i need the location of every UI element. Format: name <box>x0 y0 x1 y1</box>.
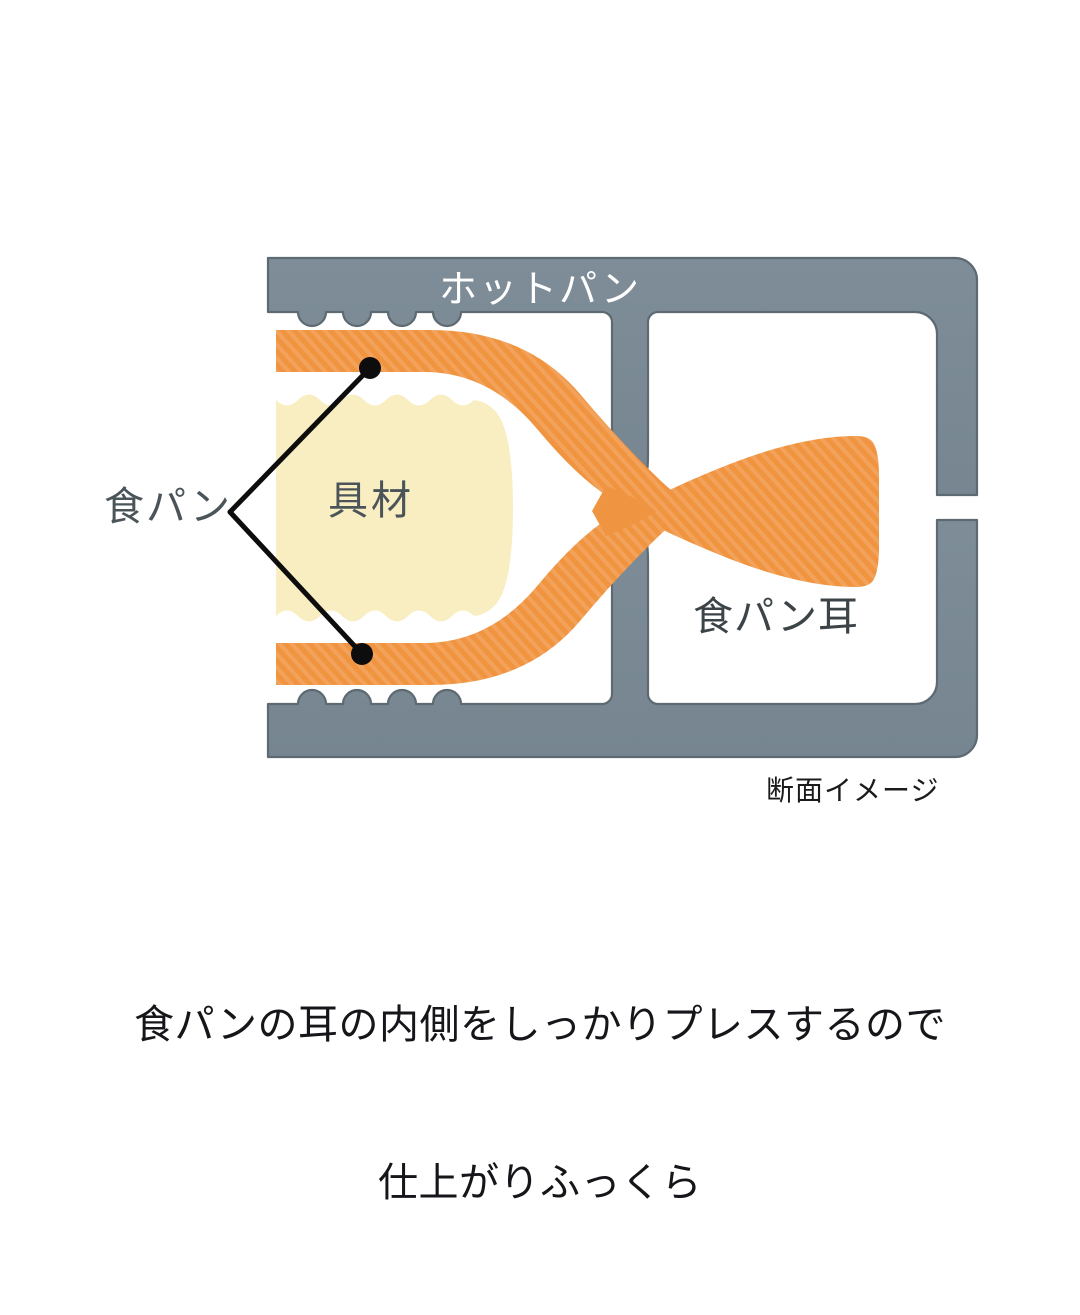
figure-canvas: ホットパン 具材 食パン耳 食パン 断面イメージ 食パンの耳の内側をしっかりプレ… <box>104 256 979 1205</box>
sandwich-group <box>276 330 879 685</box>
leader-line-lower <box>227 509 365 657</box>
pan-lower-shell <box>266 502 979 759</box>
leader-dot-upper <box>359 357 381 379</box>
hot-pan-body <box>266 256 979 759</box>
label-filling: 具材 <box>328 479 414 523</box>
label-hot-pan: ホットパン <box>439 269 641 311</box>
leader-lines <box>227 365 373 657</box>
leader-dot-lower <box>351 643 373 665</box>
label-cross-section-note: 断面イメージ <box>766 775 940 806</box>
label-bread: 食パン <box>104 485 232 529</box>
bread-slice-upper <box>276 330 684 512</box>
caption-line-1: 食パンの耳の内側をしっかりプレスするので <box>134 1002 946 1047</box>
caption-line-2: 仕上がりふっくら <box>378 1160 702 1205</box>
filling-body <box>276 394 513 622</box>
caption-block: 食パンの耳の内側をしっかりプレスするので 仕上がりふっくら <box>0 893 1080 1315</box>
bread-slice-lower <box>276 503 684 685</box>
label-bread-ear: 食パン耳 <box>693 595 859 639</box>
bread-ear-lower <box>634 495 879 587</box>
bread-pinch-node <box>592 486 656 536</box>
pan-upper-shell <box>266 256 979 514</box>
cross-section-diagram <box>227 256 979 759</box>
leader-line-upper <box>227 365 373 515</box>
